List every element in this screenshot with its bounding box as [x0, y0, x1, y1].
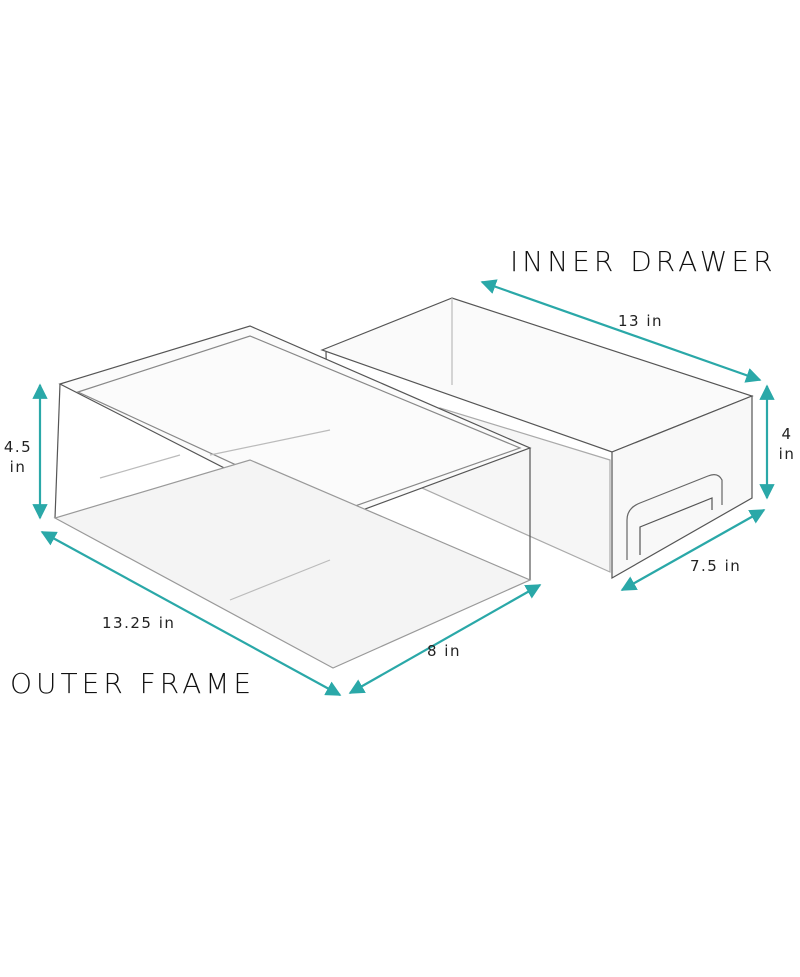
- outer-width-arrow: [348, 584, 542, 694]
- inner-length-label: 13 in: [618, 312, 664, 330]
- inner-width-arrow: [620, 509, 766, 591]
- outer-length-label: 13.25 in: [102, 614, 176, 632]
- inner-drawer-heading: INNER DRAWER: [510, 245, 777, 278]
- inner-height-label: 4 in: [774, 424, 800, 464]
- outer-frame-heading: OUTER FRAME: [10, 667, 256, 700]
- outer-length-arrow: [40, 531, 342, 696]
- outer-width-label: 8 in: [427, 642, 461, 660]
- outer-height-unit: in: [9, 458, 27, 476]
- dimension-arrows: [32, 279, 775, 696]
- outer-height-value: 4.5: [3, 438, 33, 456]
- inner-height-unit: in: [778, 445, 796, 463]
- inner-length-arrow: [480, 279, 762, 383]
- inner-height-value: 4: [781, 425, 793, 443]
- inner-width-label: 7.5 in: [690, 557, 742, 575]
- outer-height-label: 4.5 in: [2, 437, 34, 477]
